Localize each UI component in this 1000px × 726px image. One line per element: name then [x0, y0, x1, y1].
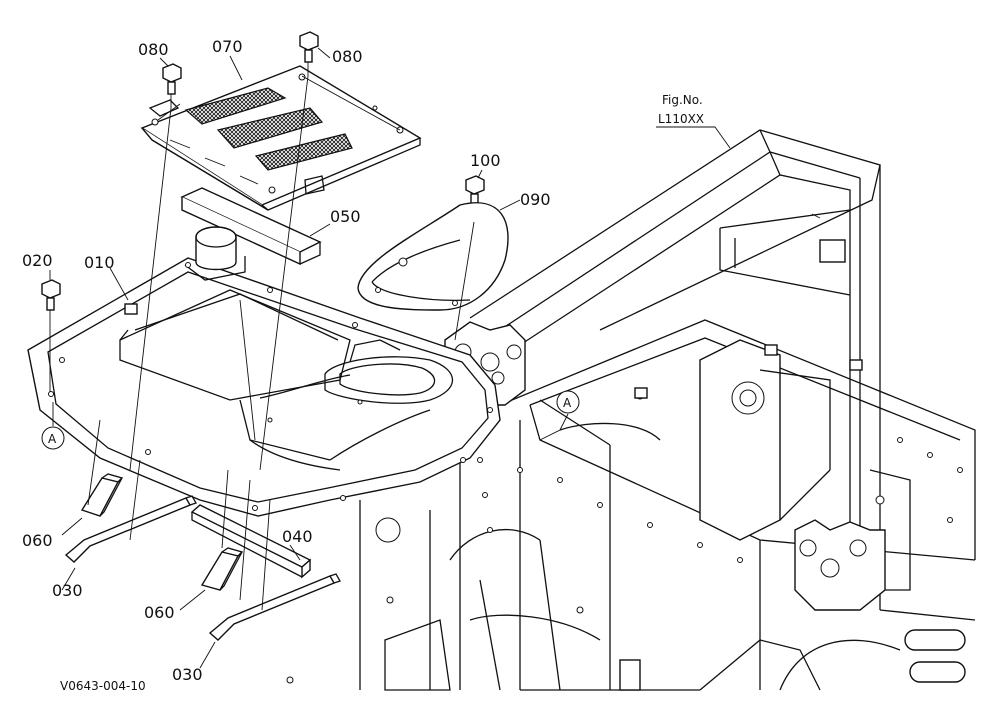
seal-strip-030-lower — [208, 573, 341, 641]
svg-text:A: A — [563, 396, 572, 410]
panel-holes — [48, 262, 493, 511]
seal-strip-030-upper — [64, 495, 197, 563]
rubber-block-060-lower — [200, 547, 244, 591]
leader-lines — [49, 47, 569, 669]
drawing-code: V0643-004-10 — [60, 679, 146, 693]
reference-mark-a-right: A — [556, 390, 580, 414]
callout-090: 090 — [520, 190, 551, 209]
svg-text:A: A — [48, 432, 57, 446]
callout-030-upper: 030 — [52, 581, 83, 600]
cylinder-fitting — [195, 226, 237, 271]
frame-holes — [286, 437, 963, 684]
callout-100: 100 — [470, 151, 501, 170]
bolt-080-left — [162, 63, 182, 108]
fig-no-label: Fig.No. — [662, 93, 703, 107]
bolt-020 — [41, 279, 61, 392]
callout-080-left: 080 — [138, 40, 169, 59]
cover-plate-070 — [140, 65, 422, 211]
rubber-block-060-upper — [80, 473, 124, 517]
callout-010: 010 — [84, 253, 115, 272]
cover-090 — [357, 202, 509, 311]
callout-060-upper: 060 — [22, 531, 53, 550]
callout-060-lower: 060 — [144, 603, 175, 622]
callout-020: 020 — [22, 251, 53, 270]
callout-labels: 080 070 080 100 090 050 010 020 060 030 … — [22, 37, 551, 684]
callout-040: 040 — [282, 527, 313, 546]
figure-number-block: Fig.No. L110XX — [656, 93, 731, 149]
reference-mark-a-left: A — [41, 426, 65, 450]
bolt-080-right — [299, 31, 319, 76]
callout-080-right: 080 — [332, 47, 363, 66]
callout-070: 070 — [212, 37, 243, 56]
assembly-lines — [87, 75, 475, 611]
callout-050: 050 — [330, 207, 361, 226]
fig-no-value: L110XX — [658, 112, 704, 126]
callout-030-lower: 030 — [172, 665, 203, 684]
machine-frame — [286, 129, 976, 691]
seal-strip-050 — [180, 187, 322, 266]
